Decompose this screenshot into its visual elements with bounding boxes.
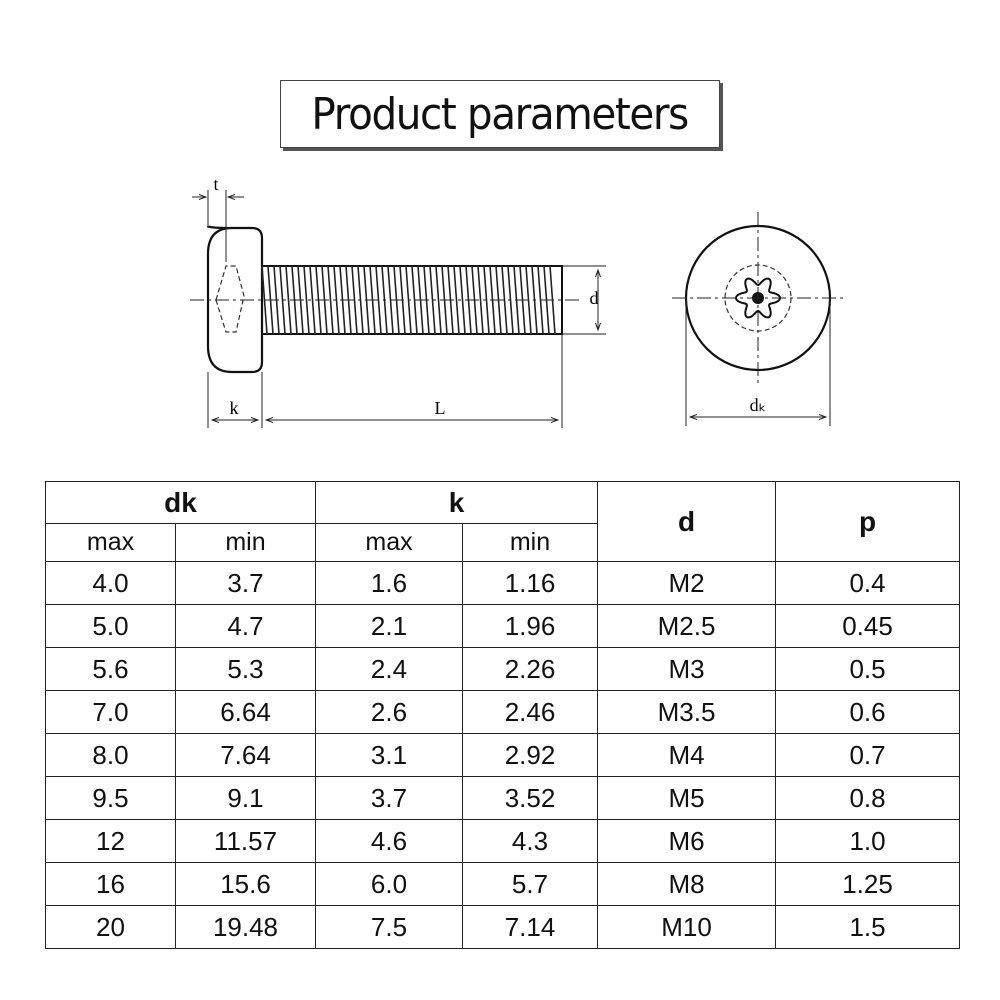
cell-k-min: 2.46 bbox=[461, 690, 599, 734]
cell-k-min: 2.26 bbox=[461, 647, 599, 691]
cell-dk-max: 12 bbox=[45, 819, 176, 863]
dim-d: d bbox=[562, 265, 606, 335]
cell-d: M2 bbox=[597, 561, 777, 605]
page-title: Product parameters bbox=[311, 88, 690, 140]
header-k: k bbox=[314, 481, 599, 524]
cell-k-min: 4.3 bbox=[461, 819, 599, 863]
cell-p: 0.8 bbox=[775, 776, 961, 820]
cell-k-min: 1.96 bbox=[461, 604, 599, 648]
subheader-k-max: max bbox=[315, 523, 463, 562]
cell-dk-max: 5.6 bbox=[45, 647, 176, 691]
cell-k-min: 1.16 bbox=[461, 561, 599, 605]
cell-k-max: 3.1 bbox=[315, 733, 463, 777]
label-d: d bbox=[590, 288, 599, 308]
cell-k-min: 5.7 bbox=[461, 862, 599, 906]
cell-p: 1.0 bbox=[775, 819, 961, 863]
cell-k-max: 6.0 bbox=[315, 862, 463, 906]
label-k: k bbox=[230, 398, 239, 418]
cell-p: 0.4 bbox=[775, 561, 961, 605]
cell-d: M4 bbox=[597, 733, 777, 777]
cell-dk-min: 4.7 bbox=[175, 604, 316, 648]
cell-k-max: 2.6 bbox=[315, 690, 463, 734]
cell-k-max: 1.6 bbox=[315, 561, 463, 605]
cell-dk-max: 16 bbox=[45, 862, 176, 906]
cell-dk-max: 9.5 bbox=[45, 776, 176, 820]
cell-dk-min: 7.64 bbox=[175, 733, 316, 777]
cell-d: M8 bbox=[597, 862, 777, 906]
screw-head-side bbox=[206, 224, 264, 374]
cell-k-max: 3.7 bbox=[315, 776, 463, 820]
subheader-dk-max: max bbox=[45, 523, 176, 562]
subheader-dk-min: min bbox=[175, 523, 316, 562]
cell-d: M6 bbox=[597, 819, 777, 863]
header-d: d bbox=[597, 481, 777, 562]
cell-p: 0.5 bbox=[775, 647, 961, 691]
cell-p: 0.45 bbox=[775, 604, 961, 648]
cell-k-min: 2.92 bbox=[461, 733, 599, 777]
header-dk: dk bbox=[45, 481, 316, 524]
cell-k-min: 3.52 bbox=[461, 776, 599, 820]
header-p: p bbox=[775, 481, 961, 562]
cell-dk-max: 20 bbox=[45, 905, 176, 949]
dim-t: t bbox=[192, 174, 244, 262]
label-dk: dₖ bbox=[750, 395, 767, 415]
label-L: L bbox=[435, 398, 446, 418]
subheader-k-min: min bbox=[461, 523, 599, 562]
cell-dk-max: 5.0 bbox=[45, 604, 176, 648]
cell-d: M2.5 bbox=[597, 604, 777, 648]
screw-drawing: t k L d dₖ bbox=[190, 174, 846, 428]
cell-dk-min: 5.3 bbox=[175, 647, 316, 691]
dim-k-L: k L bbox=[207, 334, 563, 428]
cell-dk-min: 3.7 bbox=[175, 561, 316, 605]
cell-k-max: 4.6 bbox=[315, 819, 463, 863]
cell-dk-max: 8.0 bbox=[45, 733, 176, 777]
cell-d: M3.5 bbox=[597, 690, 777, 734]
cell-k-max: 2.1 bbox=[315, 604, 463, 648]
screw-head-front bbox=[672, 212, 846, 384]
cell-dk-max: 4.0 bbox=[45, 561, 176, 605]
cell-dk-min: 19.48 bbox=[175, 905, 316, 949]
cell-d: M10 bbox=[597, 905, 777, 949]
cell-p: 1.25 bbox=[775, 862, 961, 906]
title-box: Product parameters bbox=[280, 80, 720, 148]
cell-dk-min: 9.1 bbox=[175, 776, 316, 820]
cell-d: M5 bbox=[597, 776, 777, 820]
cell-dk-min: 15.6 bbox=[175, 862, 316, 906]
cell-p: 0.6 bbox=[775, 690, 961, 734]
cell-dk-min: 11.57 bbox=[175, 819, 316, 863]
cell-p: 1.5 bbox=[775, 905, 961, 949]
cell-dk-min: 6.64 bbox=[175, 690, 316, 734]
cell-p: 0.7 bbox=[775, 733, 961, 777]
label-t: t bbox=[213, 174, 218, 194]
cell-d: M3 bbox=[597, 647, 777, 691]
cell-k-min: 7.14 bbox=[461, 905, 599, 949]
cell-k-max: 2.4 bbox=[315, 647, 463, 691]
cell-dk-max: 7.0 bbox=[45, 690, 176, 734]
cell-k-max: 7.5 bbox=[315, 905, 463, 949]
dim-dk: dₖ bbox=[685, 298, 831, 426]
